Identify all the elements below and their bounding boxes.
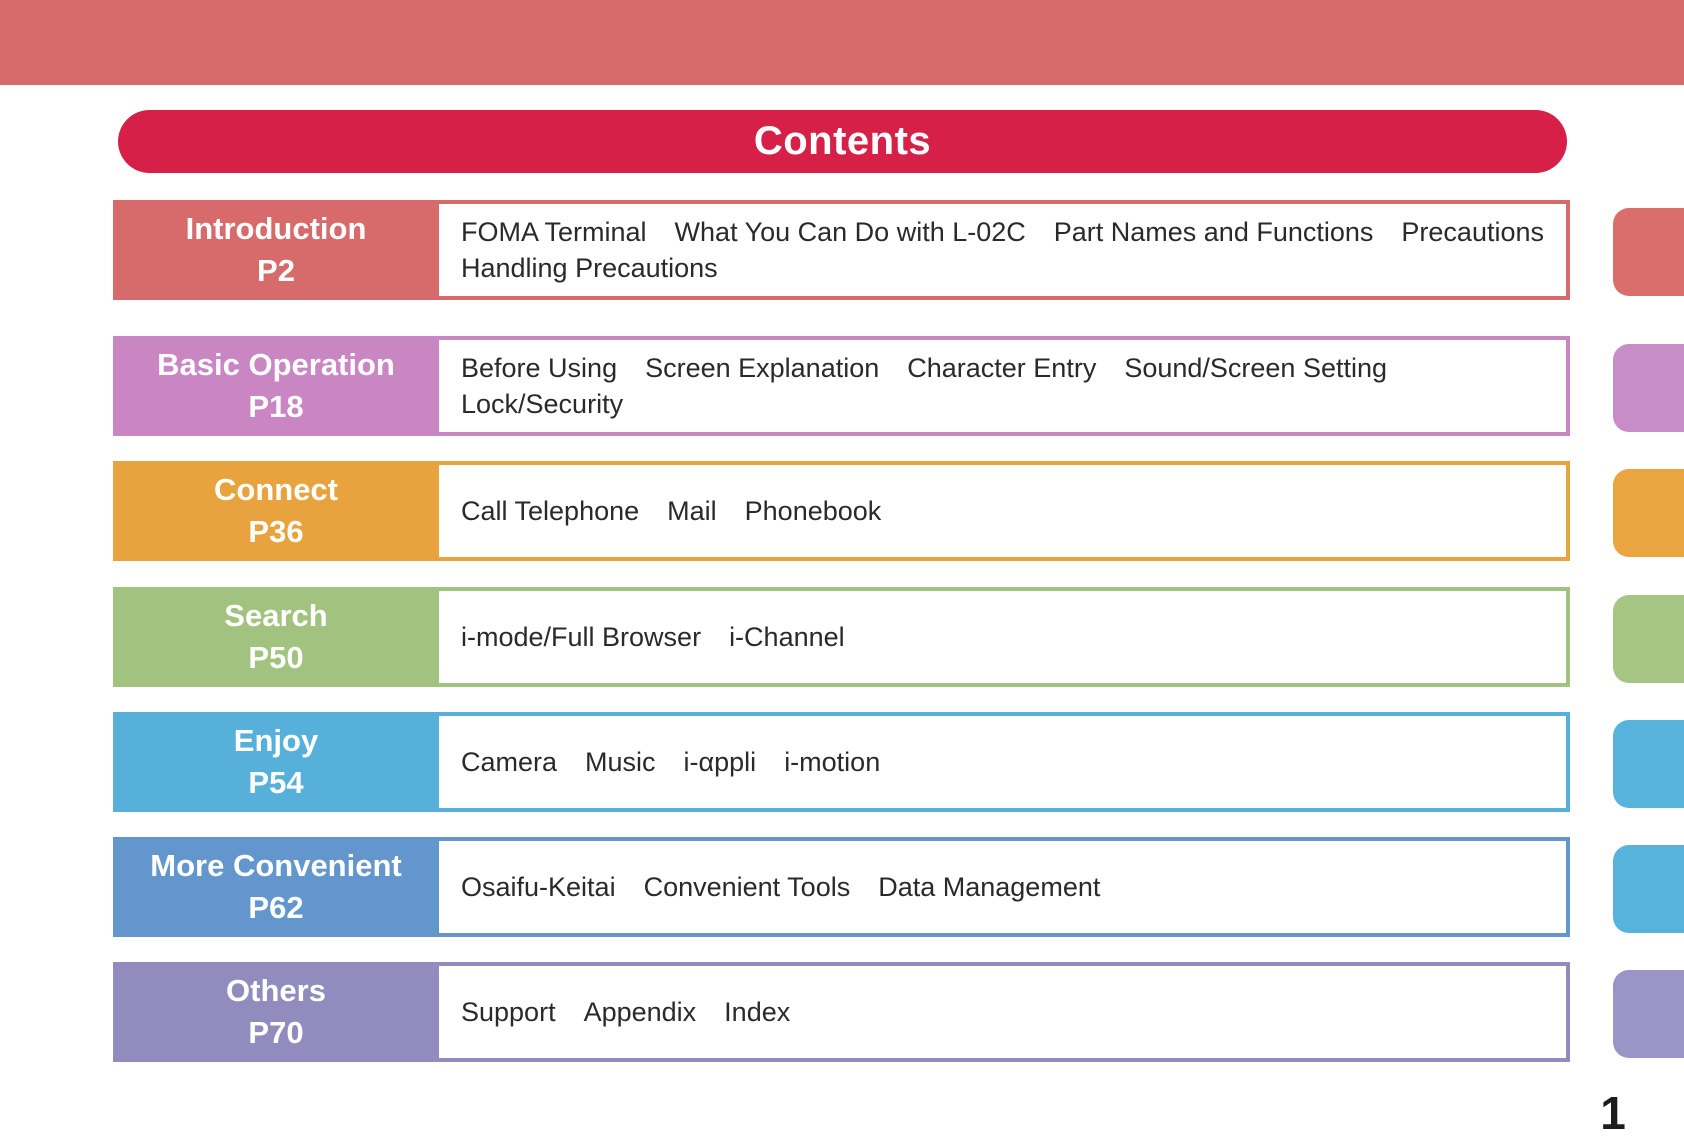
topic-item: Camera (461, 747, 558, 777)
section-label[interactable]: Basic Operation P18 (113, 336, 439, 436)
topic-item: Osaifu-Keitai (461, 872, 616, 902)
page-title: Contents (753, 119, 932, 163)
topic-item: Precautions (1401, 217, 1544, 247)
topic-item: Phonebook (744, 496, 882, 526)
section-title: Connect (214, 472, 338, 507)
section-label[interactable]: Connect P36 (113, 461, 439, 561)
topic-item: Index (724, 997, 791, 1027)
topic-item: Sound/Screen Setting (1124, 353, 1388, 383)
section-topics: Support Appendix Index (439, 995, 804, 1029)
section-label[interactable]: Enjoy P54 (113, 712, 439, 812)
section-topics-box: Camera Music i-αppli i-motion (435, 712, 1570, 812)
toc-section-row[interactable]: Basic Operation P18 Before Using Screen E… (0, 336, 1684, 436)
section-topics: i-mode/Full Browser i-Channel (439, 620, 859, 654)
chapter-tab[interactable] (1613, 845, 1684, 933)
topic-item: What You Can Do with L-02C (674, 217, 1026, 247)
section-topics-box: Osaifu-Keitai Convenient Tools Data Manage… (435, 837, 1570, 937)
topic-item: Screen Explanation (645, 353, 880, 383)
section-label[interactable]: More Convenient P62 (113, 837, 439, 937)
section-title: Enjoy (233, 723, 319, 758)
section-page-ref: P70 (248, 1015, 304, 1050)
section-page-ref: P18 (248, 389, 304, 424)
section-title: Others (226, 973, 326, 1008)
topic-item: FOMA Terminal (461, 217, 647, 247)
topic-item: Handling Precautions (461, 253, 718, 283)
section-title: More Convenient (150, 848, 402, 883)
section-title: Introduction (185, 211, 367, 246)
toc-section-row[interactable]: Enjoy P54 Camera Music i-αppli i-motion (0, 712, 1684, 812)
section-topics-box: Before Using Screen Explanation Character … (435, 336, 1570, 436)
toc-section-row[interactable]: Connect P36 Call Telephone Mail Phonebook (0, 461, 1684, 561)
section-topics-box: Call Telephone Mail Phonebook (435, 461, 1570, 561)
section-topics: Call Telephone Mail Phonebook (439, 494, 895, 528)
toc-section-row[interactable]: More Convenient P62 Osaifu-Keitai Conveni… (0, 837, 1684, 937)
toc-section-row[interactable]: Introduction P2 FOMA Terminal What You Ca… (0, 200, 1684, 300)
section-topics: FOMA Terminal What You Can Do with L-02C P… (439, 215, 1566, 285)
topic-item: Part Names and Functions (1053, 217, 1374, 247)
contents-banner: Contents (118, 110, 1567, 173)
page-number: 1 (1600, 1087, 1626, 1139)
topic-item: i-motion (784, 747, 881, 777)
topic-item: i-mode/Full Browser (461, 622, 702, 652)
topic-item: Support (461, 997, 556, 1027)
chapter-tab[interactable] (1613, 595, 1684, 683)
topic-item: Data Management (878, 872, 1101, 902)
topic-item: Music (585, 747, 656, 777)
section-title: Basic Operation (157, 347, 395, 382)
section-page-ref: P2 (257, 253, 295, 288)
topic-item: Convenient Tools (643, 872, 851, 902)
toc-section-row[interactable]: Search P50 i-mode/Full Browser i-Channel (0, 587, 1684, 687)
section-topics: Camera Music i-αppli i-motion (439, 745, 894, 779)
section-topics-box: i-mode/Full Browser i-Channel (435, 587, 1570, 687)
chapter-tab[interactable] (1613, 208, 1684, 296)
section-title: Search (224, 598, 328, 633)
topic-item: i-Channel (729, 622, 845, 652)
chapter-tab[interactable] (1613, 344, 1684, 432)
chapter-tab[interactable] (1613, 469, 1684, 557)
section-label[interactable]: Others P70 (113, 962, 439, 1062)
topic-item: Appendix (583, 997, 697, 1027)
section-page-ref: P54 (248, 765, 304, 800)
topic-item: Lock/Security (461, 389, 624, 419)
section-topics-box: Support Appendix Index (435, 962, 1570, 1062)
section-page-ref: P50 (248, 640, 304, 675)
topic-item: Call Telephone (461, 496, 640, 526)
topic-item: Before Using (461, 353, 618, 383)
topic-item: i-αppli (683, 747, 757, 777)
section-topics-box: FOMA Terminal What You Can Do with L-02C P… (435, 200, 1570, 300)
chapter-tab[interactable] (1613, 720, 1684, 808)
section-topics: Osaifu-Keitai Convenient Tools Data Manage… (439, 870, 1114, 904)
section-page-ref: P36 (248, 514, 304, 549)
section-page-ref: P62 (248, 890, 304, 925)
section-topics: Before Using Screen Explanation Character … (439, 351, 1566, 421)
section-label[interactable]: Introduction P2 (113, 200, 439, 300)
topic-item: Character Entry (907, 353, 1097, 383)
chapter-tab[interactable] (1613, 970, 1684, 1058)
toc-section-row[interactable]: Others P70 Support Appendix Index (0, 962, 1684, 1062)
top-color-bar (0, 0, 1684, 85)
topic-item: Mail (667, 496, 717, 526)
section-label[interactable]: Search P50 (113, 587, 439, 687)
